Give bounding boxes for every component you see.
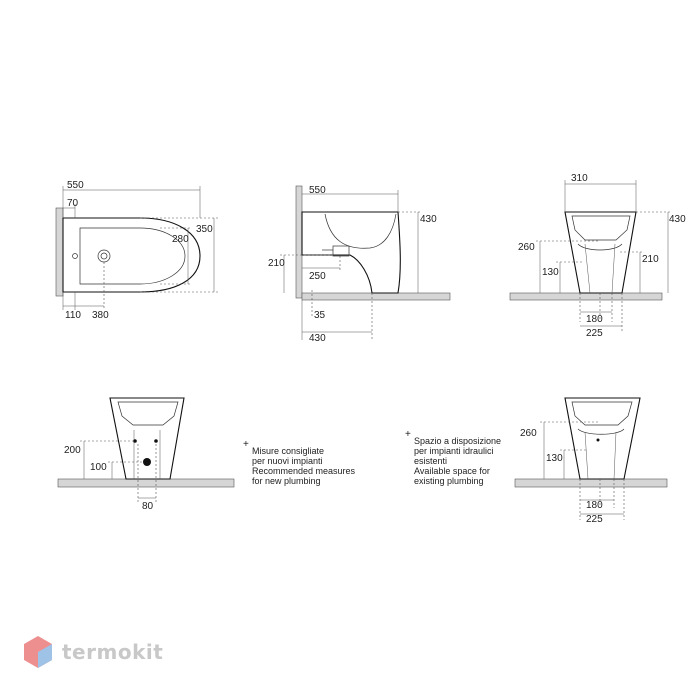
dim-side-inlet-height: 210 — [268, 258, 285, 269]
note-recommended-line-1: Misure consigliate — [252, 446, 325, 456]
dim-side-inlet-depth: 250 — [309, 271, 326, 282]
note-available-line-4: Available space for — [414, 466, 490, 476]
top-view: 550 70 350 280 110 380 — [55, 180, 218, 321]
new-plumbing-bidet-outline — [109, 397, 185, 480]
dim-front-180: 180 — [586, 314, 603, 325]
dim-top-hole-offset: 380 — [92, 310, 109, 321]
dim-front-width: 310 — [571, 173, 588, 184]
new-plumbing-floor — [57, 478, 235, 488]
dim-side-width: 550 — [309, 185, 326, 196]
dim-existing-260: 260 — [520, 428, 537, 439]
existing-plumbing-floor — [514, 478, 668, 488]
side-view: 550 430 210 250 35 430 — [268, 185, 451, 344]
side-view-bidet-outline — [301, 211, 401, 294]
dim-front-225: 225 — [586, 328, 603, 339]
front-view-bidet-outline — [564, 211, 637, 294]
dim-front-130: 130 — [542, 267, 559, 278]
dim-new-80: 80 — [142, 501, 154, 512]
note-recommended-line-4: for new plumbing — [252, 476, 321, 486]
new-plumbing-view: 200 100 80 — [57, 397, 235, 512]
existing-plumbing-view: 260 130 180 225 — [514, 397, 668, 525]
side-view-wall — [295, 185, 303, 299]
note-available: + Spazio a disposizione per impianti idr… — [405, 430, 502, 487]
new-plumbing-drain — [143, 458, 151, 466]
dim-new-100: 100 — [90, 462, 107, 473]
dim-side-outlet-offset: 35 — [314, 310, 326, 321]
dim-top-wall-gap: 70 — [67, 198, 79, 209]
note-recommended: + Misure consigliate per nuovi impianti … — [243, 440, 356, 487]
note-available-line-2: per impianti idraulici — [414, 446, 494, 456]
dim-new-200: 200 — [64, 445, 81, 456]
top-view-bidet-outline — [62, 217, 201, 293]
dim-top-width: 550 — [67, 180, 84, 191]
note-available-line-5: existing plumbing — [414, 476, 484, 486]
watermark: termokit — [56, 640, 163, 664]
side-view-floor — [301, 292, 451, 301]
watermark-text: termokit — [62, 640, 164, 664]
dim-existing-180: 180 — [586, 500, 603, 511]
existing-plumbing-inlet — [596, 438, 600, 442]
top-view-wall — [55, 207, 64, 297]
dim-top-height-bowl: 280 — [172, 234, 189, 245]
front-view: 310 430 260 130 210 180 225 — [509, 173, 686, 339]
note-available-line-3: esistenti — [414, 456, 448, 466]
existing-plumbing-bidet-outline — [564, 397, 641, 480]
dim-existing-130: 130 — [546, 453, 563, 464]
plus-marker-icon: + — [243, 439, 249, 450]
dim-existing-225: 225 — [586, 514, 603, 525]
note-recommended-line-3: Recommended measures — [252, 466, 356, 476]
dim-side-height: 430 — [420, 214, 437, 225]
dim-side-depth: 430 — [309, 333, 326, 344]
side-view-trap — [332, 245, 350, 257]
dim-front-210: 210 — [642, 254, 659, 265]
dim-front-260: 260 — [518, 242, 535, 253]
note-recommended-line-2: per nuovi impianti — [252, 456, 323, 466]
dim-top-left-offset: 110 — [65, 310, 81, 321]
note-available-line-1: Spazio a disposizione — [414, 436, 502, 446]
top-view-tap-hole — [72, 253, 78, 259]
dim-top-height-total: 350 — [196, 224, 213, 235]
new-plumbing-inlet-right — [154, 439, 158, 443]
front-view-floor — [509, 292, 663, 301]
new-plumbing-inlet-left — [133, 439, 137, 443]
dim-front-height: 430 — [669, 214, 686, 225]
termokit-logo-icon — [24, 636, 52, 668]
plus-marker-icon: + — [405, 429, 411, 440]
